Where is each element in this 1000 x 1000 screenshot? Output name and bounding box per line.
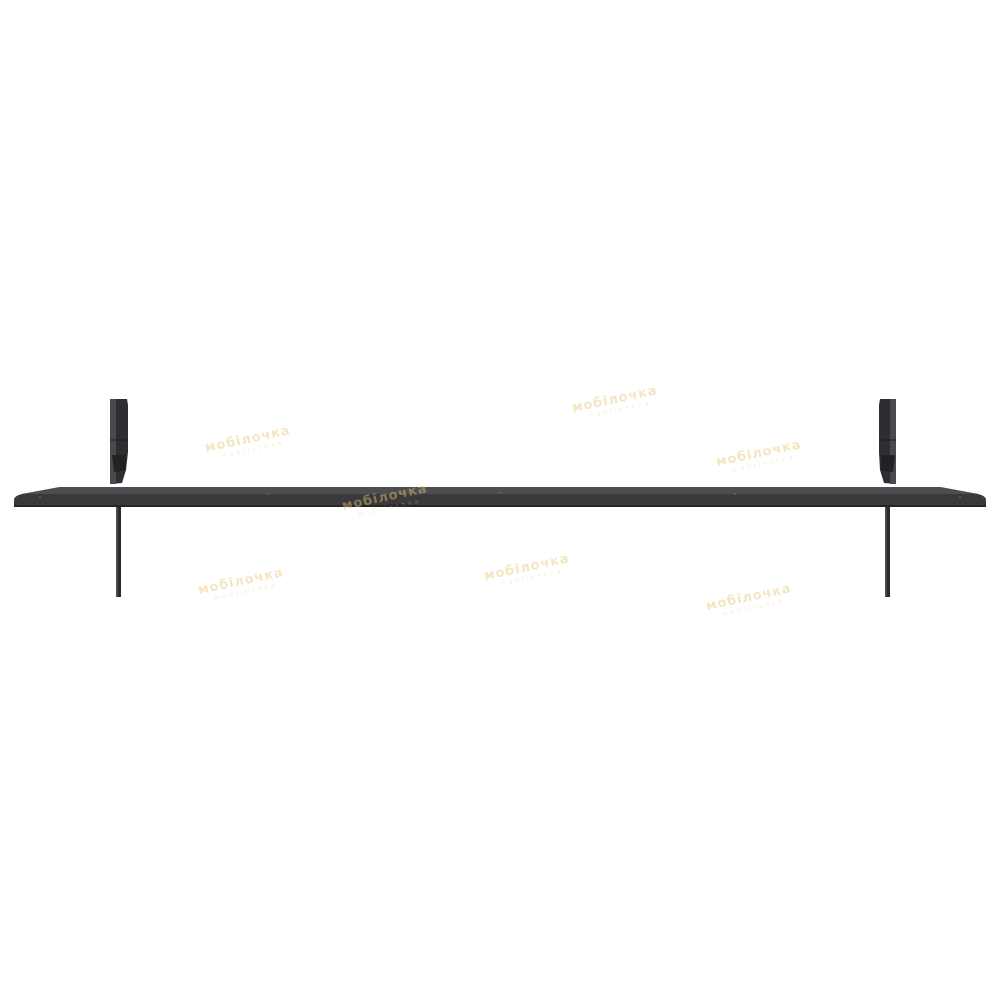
right-stand-leg (885, 507, 890, 597)
tv-panel (14, 487, 986, 507)
left-stand-leg (116, 507, 121, 597)
left-stand-upright (110, 399, 128, 484)
right-stand-upright (879, 399, 896, 484)
